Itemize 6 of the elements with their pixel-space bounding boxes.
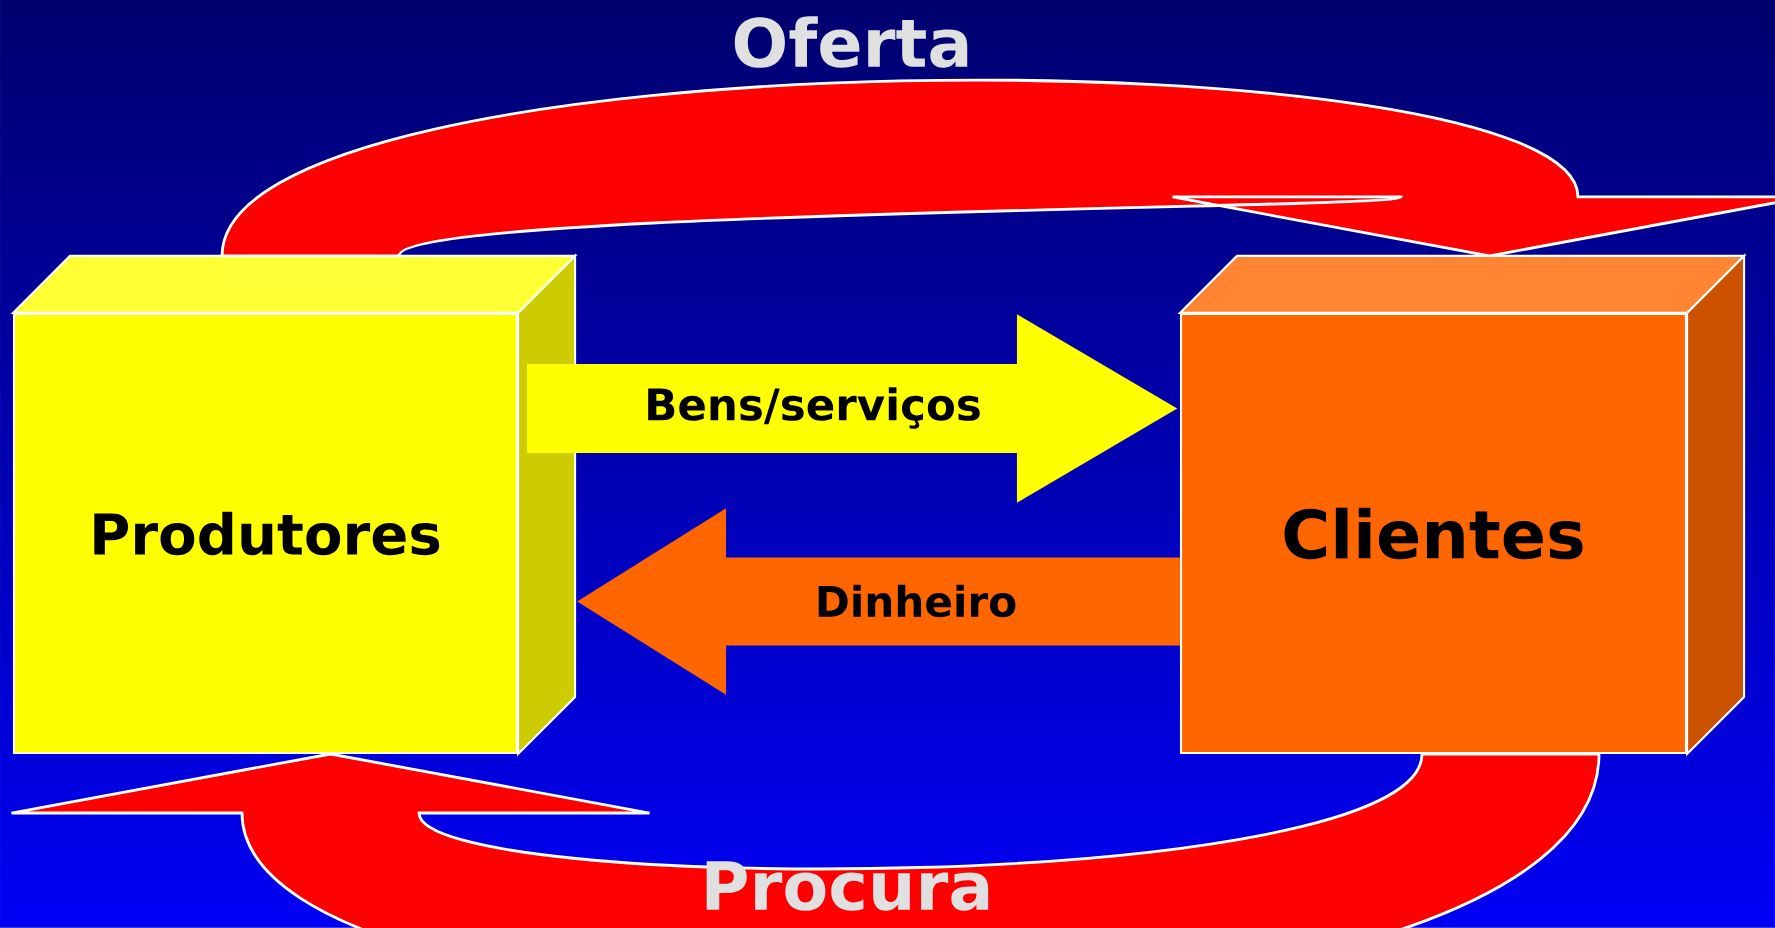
edge-label: Procura xyxy=(706,861,989,911)
edge-label: Dinheiro xyxy=(818,584,1016,618)
edge-label: Oferta xyxy=(734,16,968,68)
arrow xyxy=(10,752,1601,928)
edge-label: Bens/serviços xyxy=(648,387,980,429)
arrow xyxy=(220,79,1775,258)
